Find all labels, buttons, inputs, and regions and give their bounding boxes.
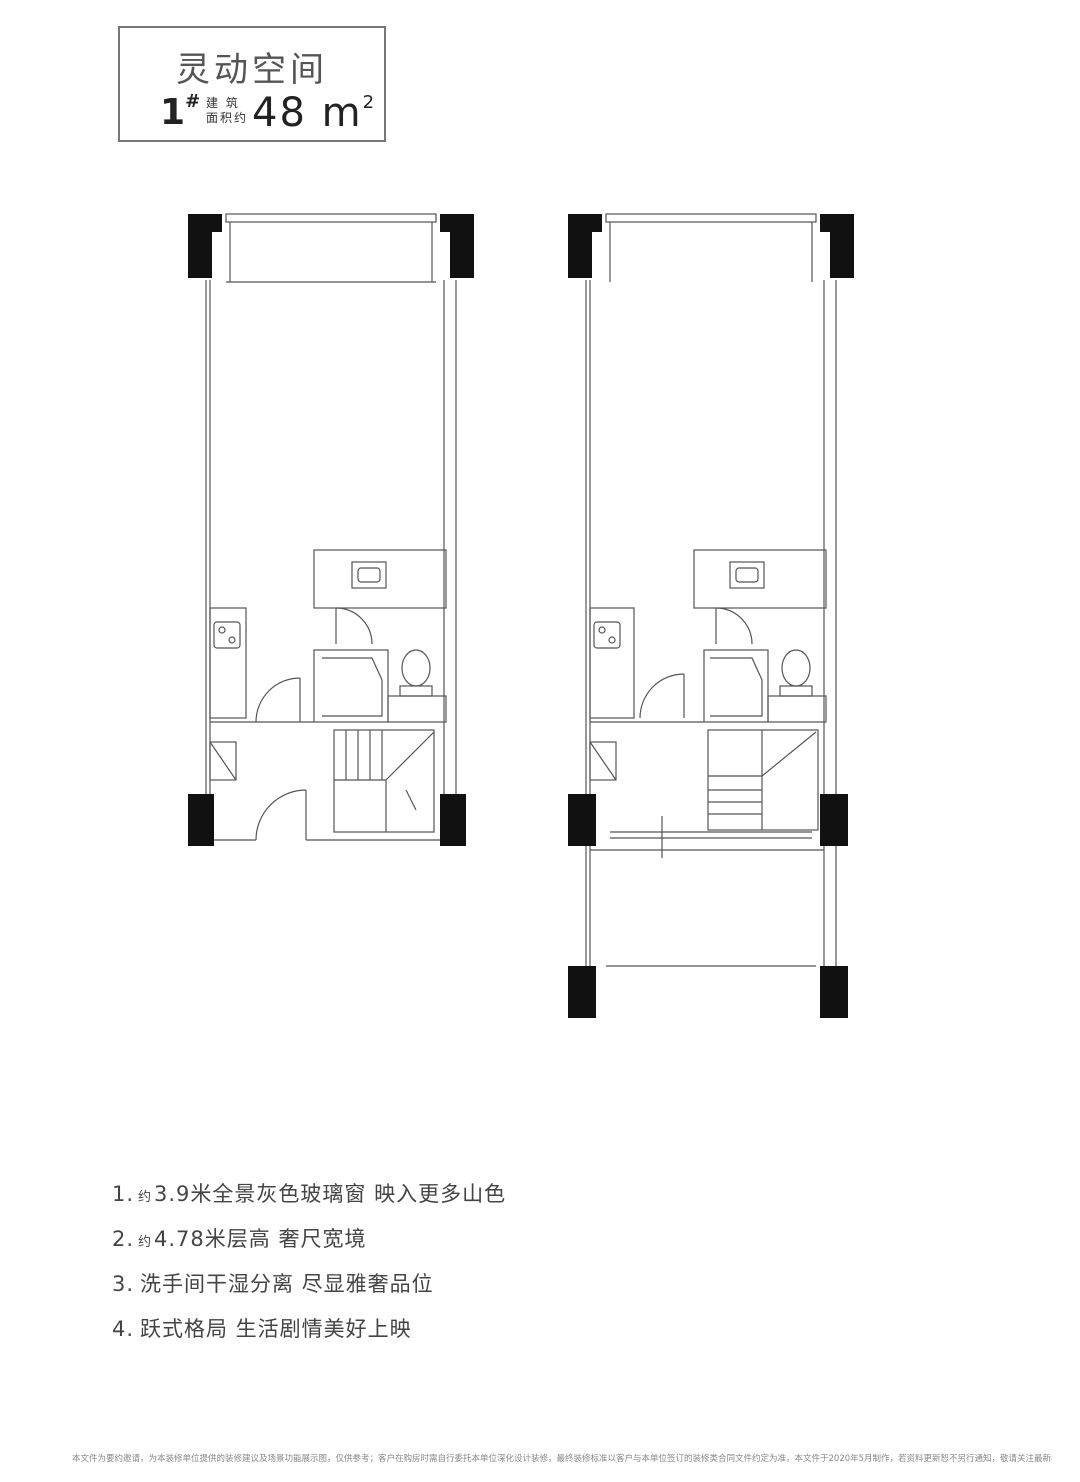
- stair-diagonal: [761, 731, 817, 777]
- bathroom-door-swing: [335, 607, 373, 645]
- bathroom-door-swing: [715, 607, 753, 645]
- shower-enclosure: [710, 657, 763, 717]
- sink-basin: [357, 567, 381, 583]
- column-top-left: [188, 214, 222, 278]
- bathroom-upper: [313, 549, 447, 609]
- toilet-bowl: [781, 649, 811, 687]
- shower-area: [313, 649, 389, 723]
- building-number-text: 1: [160, 92, 186, 133]
- column-bottom-right: [820, 966, 848, 1018]
- area-label-line1: 建 筑: [206, 96, 240, 110]
- feature-item: 1.约3.9米全景灰色玻璃窗 映入更多山色: [112, 1178, 812, 1223]
- kitchen-counter: [209, 607, 247, 719]
- building-number: 1#: [160, 91, 201, 133]
- bathroom-upper: [693, 549, 827, 609]
- column-mid-left: [568, 794, 596, 846]
- area-unit-text: m: [321, 90, 363, 136]
- column-top-left: [568, 214, 602, 278]
- stair-diagonal: [385, 731, 435, 781]
- sink-basin: [735, 567, 759, 583]
- feature-number: 1.: [112, 1182, 135, 1206]
- sink-counter: [729, 561, 765, 589]
- area-label: 建 筑面积约: [206, 96, 250, 126]
- floor-plan-right-drawing: [568, 213, 854, 1018]
- fridge-diagonal: [209, 741, 237, 781]
- shower-area: [703, 649, 769, 723]
- bottom-door-swing: [255, 789, 307, 841]
- bathroom-bench: [767, 695, 827, 723]
- title-box: 灵动空间 1# 建 筑面积约 48 m2: [118, 26, 386, 142]
- kitchen-counter: [589, 607, 635, 719]
- feature-prefix: 约: [138, 1190, 153, 1205]
- fridge: [209, 741, 237, 781]
- feature-text: 4.78米层高 奢尺宽境: [154, 1227, 367, 1251]
- stair-arrow: [405, 789, 417, 811]
- feature-number: 2.: [112, 1227, 135, 1251]
- toilet-tank: [779, 685, 813, 697]
- column-top-right: [440, 214, 474, 278]
- area-unit-sup: 2: [362, 91, 377, 113]
- stove: [213, 621, 241, 649]
- stove-burner-1: [218, 626, 226, 634]
- feature-item: 3.洗手间干湿分离 尽显雅奢品位: [112, 1268, 812, 1313]
- staircase: [707, 729, 819, 831]
- area-number: 48: [252, 90, 307, 136]
- floor-plan-left: [186, 210, 476, 850]
- entry-door-swing: [255, 677, 301, 723]
- fridge: [589, 741, 617, 781]
- page-title: 灵动空间: [176, 50, 328, 90]
- stove: [593, 621, 621, 649]
- column-bottom-left: [568, 966, 596, 1018]
- area-value: 48 m2: [252, 90, 376, 136]
- feature-number: 4.: [112, 1317, 135, 1341]
- feature-number: 3.: [112, 1272, 135, 1296]
- feature-text: 洗手间干湿分离 尽显雅奢品位: [140, 1272, 434, 1296]
- column-top-right: [820, 214, 854, 278]
- toilet-tank: [399, 685, 433, 697]
- feature-text: 跃式格局 生活剧情美好上映: [140, 1317, 412, 1341]
- feature-item: 4.跃式格局 生活剧情美好上映: [112, 1313, 812, 1358]
- toilet-bowl: [401, 649, 431, 687]
- stove-burner-1: [598, 626, 606, 634]
- building-mark: #: [185, 91, 201, 112]
- area-label-line2: 面积约: [206, 111, 249, 125]
- column-bottom-right: [440, 794, 466, 846]
- entry-door-swing: [639, 673, 685, 719]
- disclaimer: 本文件为要约邀请，为本装修单位提供的装修建议及场景功能展示图，仅供参考；客户在购…: [72, 1454, 1052, 1464]
- window-frame-top: [605, 213, 817, 223]
- column-bottom-left: [188, 794, 214, 846]
- window-frame-top: [225, 213, 437, 223]
- area-unit: m2: [322, 90, 376, 136]
- feature-item: 2.约4.78米层高 奢尺宽境: [112, 1223, 812, 1268]
- shower-enclosure: [322, 657, 383, 717]
- stove-burner-2: [228, 636, 236, 644]
- staircase: [333, 729, 435, 833]
- column-mid-right: [820, 794, 848, 846]
- feature-text: 3.9米全景灰色玻璃窗 映入更多山色: [154, 1182, 507, 1206]
- fridge-diagonal: [589, 741, 617, 781]
- feature-list: 1.约3.9米全景灰色玻璃窗 映入更多山色 2.约4.78米层高 奢尺宽境 3.…: [112, 1178, 812, 1358]
- floor-plan-right: [566, 210, 862, 1024]
- feature-prefix: 约: [138, 1235, 153, 1250]
- floor-plan-left-drawing: [188, 213, 474, 846]
- sink-counter: [351, 561, 387, 589]
- stove-burner-2: [608, 636, 616, 644]
- bathroom-bench: [387, 695, 447, 723]
